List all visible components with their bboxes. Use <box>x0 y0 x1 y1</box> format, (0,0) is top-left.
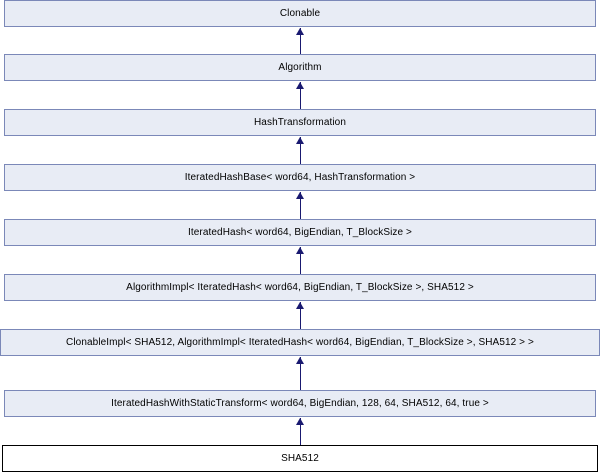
class-node[interactable]: IteratedHashBase< word64, HashTransforma… <box>4 164 596 191</box>
inheritance-edge <box>300 82 301 109</box>
inheritance-edge <box>300 192 301 219</box>
class-node[interactable]: ClonableImpl< SHA512, AlgorithmImpl< Ite… <box>0 329 600 356</box>
class-node[interactable]: IteratedHash< word64, BigEndian, T_Block… <box>4 219 596 246</box>
inheritance-edge <box>300 418 301 445</box>
arrow-up-icon <box>296 418 304 425</box>
arrow-up-icon <box>296 28 304 35</box>
class-node-current[interactable]: SHA512 <box>2 445 598 472</box>
class-node[interactable]: Algorithm <box>4 54 596 81</box>
class-node[interactable]: AlgorithmImpl< IteratedHash< word64, Big… <box>4 274 596 301</box>
arrow-up-icon <box>296 302 304 309</box>
class-node[interactable]: Clonable <box>4 0 596 27</box>
arrow-up-icon <box>296 192 304 199</box>
arrow-up-icon <box>296 137 304 144</box>
inheritance-edge <box>300 302 301 329</box>
inheritance-edge <box>300 247 301 274</box>
arrow-up-icon <box>296 247 304 254</box>
inheritance-edge <box>300 137 301 164</box>
arrow-up-icon <box>296 82 304 89</box>
arrow-up-icon <box>296 357 304 364</box>
inheritance-edge <box>300 28 301 54</box>
class-node[interactable]: HashTransformation <box>4 109 596 136</box>
inheritance-edge <box>300 357 301 390</box>
class-node[interactable]: IteratedHashWithStaticTransform< word64,… <box>4 390 596 417</box>
